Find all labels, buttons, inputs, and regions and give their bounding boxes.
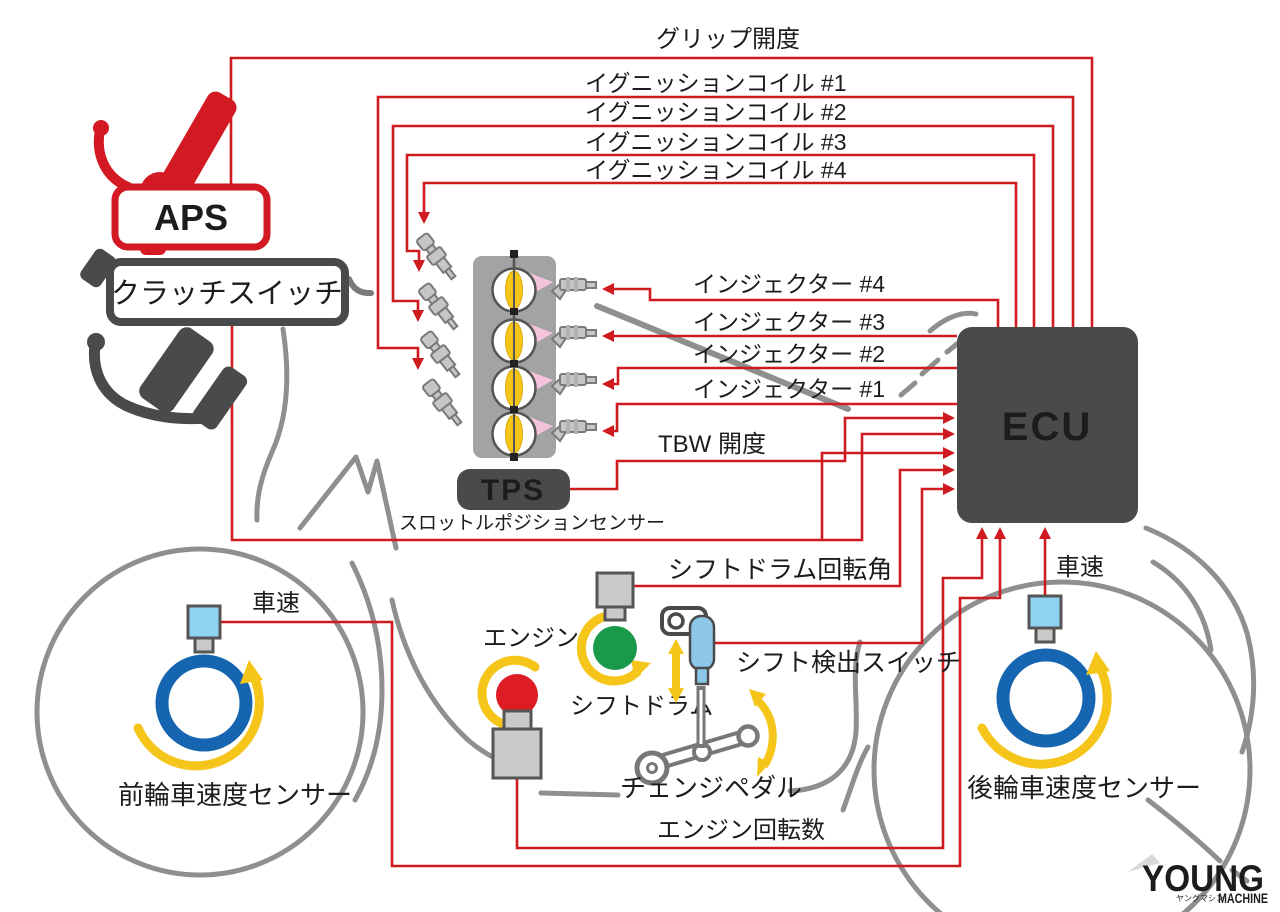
crank-icon — [496, 674, 538, 716]
wire-front-speed — [220, 539, 1002, 868]
rear-abs-ring — [996, 648, 1096, 748]
wire-injector-4 — [614, 287, 1000, 327]
injector-4-label: インジェクター #4 — [693, 271, 885, 297]
clutch-switch-box — [106, 258, 349, 326]
wire-shift-drum-angle — [633, 468, 943, 588]
shift-drum-angle-label: シフトドラム回転角 — [668, 556, 892, 584]
throttle-bores — [491, 250, 537, 461]
drum-angle-sensor-icon — [595, 571, 635, 609]
engine-label: エンジン — [483, 625, 579, 652]
wire-ignition-4 — [422, 181, 1018, 327]
rear-wheel-speed-sensor: 車速 後輪車速度センサー — [967, 554, 1201, 803]
wire-grip-angle — [229, 56, 1094, 327]
tps-box — [457, 469, 570, 510]
front-wheel-sensor-label: 前輪車速度センサー — [118, 780, 352, 810]
wire-engine-rpm — [515, 539, 984, 850]
shift-drum-icon — [593, 626, 637, 670]
wire-injector-2 — [614, 366, 957, 386]
rear-speed-label: 車速 — [1056, 554, 1104, 581]
updown-arrow-icon — [668, 639, 684, 703]
aps-box — [111, 183, 271, 251]
change-pedal-label: チェンジペダル — [620, 773, 802, 803]
logo-katakana: ヤングマシン — [1176, 893, 1224, 903]
front-wheel-outline — [34, 546, 366, 878]
wire-ignition-2 — [391, 124, 1055, 327]
ecu: ECU — [957, 327, 1138, 523]
shift-drum: シフトドラム — [570, 571, 713, 720]
front-wheel-speed-sensor: 車速 前輪車速度センサー — [118, 590, 352, 810]
injector-2-label: インジェクター #2 — [693, 341, 885, 367]
ignition-coil-4-label: イグニッションコイル #4 — [585, 157, 847, 183]
wiring-harness — [220, 56, 1094, 868]
rear-wheel-outline — [871, 579, 1253, 912]
aps-label: APS — [154, 197, 228, 238]
clutch-switch: クラッチスイッチ — [80, 248, 349, 430]
pedal-swing-arrow-icon — [749, 689, 777, 777]
clutch-motion-chevron-icon — [346, 276, 374, 297]
wire-ignition-1 — [376, 95, 1075, 358]
young-machine-logo: YOUNG ヤングマシン MACHINE — [1128, 854, 1268, 906]
shift-linkage: チェンジペダル — [620, 606, 802, 803]
tbw-angle-label: TBW 開度 — [658, 431, 766, 458]
shift-detect-switch-icon — [688, 614, 716, 672]
ecu-box — [957, 327, 1138, 523]
throttle-body — [416, 232, 597, 461]
grip-angle-label: グリップ開度 — [656, 26, 800, 53]
injector-1-label: インジェクター #1 — [693, 376, 885, 402]
rear-rotation-arrow-icon — [977, 663, 1112, 769]
clutch-switch-label: クラッチスイッチ — [111, 278, 343, 310]
front-rotation-arrow-icon — [133, 672, 264, 771]
tps-caption: スロットルポジションセンサー — [399, 512, 665, 534]
front-speed-label: 車速 — [252, 590, 300, 617]
ecu-label: ECU — [1002, 405, 1092, 449]
logo-machine: MACHINE — [1218, 890, 1268, 906]
pedal-pivot — [634, 750, 670, 786]
front-speed-sensor-icon — [186, 604, 222, 640]
rear-wheel-sensor-label: 後輪車速度センサー — [967, 773, 1201, 803]
ignition-coil-2-label: イグニッションコイル #2 — [585, 99, 847, 125]
shift-drum-label: シフトドラム — [570, 693, 713, 720]
rear-speed-sensor-icon — [1027, 594, 1063, 630]
aps-sensor: APS — [93, 91, 271, 255]
injector-3-label: インジェクター #3 — [693, 309, 885, 335]
shift-detect-switch-label: シフト検出スイッチ — [736, 649, 961, 677]
wire-labels: グリップ開度 イグニッションコイル #1 イグニッションコイル #2 イグニッシ… — [585, 26, 961, 844]
wire-ignition-3 — [405, 153, 1036, 327]
tps-sensor: TPS スロットルポジションセンサー — [399, 469, 665, 534]
wire-clutch-switch — [230, 322, 943, 542]
front-abs-ring — [155, 654, 253, 752]
spark-plug-icon — [416, 232, 463, 427]
engine-marker: エンジン — [477, 625, 579, 780]
drum-rotation-arrow-icon — [576, 610, 642, 686]
logo-young: YOUNG — [1142, 858, 1264, 899]
ignition-coil-1-label: イグニッションコイル #1 — [585, 70, 847, 96]
logo-swoosh-icon — [1128, 854, 1160, 872]
tps-label: TPS — [481, 474, 545, 507]
engine-rotation-arrow-icon — [477, 655, 540, 729]
wire-tbw-angle — [570, 416, 943, 491]
wire-throttle-position — [820, 451, 943, 540]
wire-injector-1 — [614, 402, 957, 433]
clutch-lever-illustration — [80, 248, 248, 430]
ignition-coil-3-label: イグニッションコイル #3 — [585, 129, 847, 155]
injector-icon — [550, 277, 597, 443]
engine-rpm-label: エンジン回転数 — [657, 817, 825, 844]
wire-shift-detect-switch — [713, 487, 943, 645]
